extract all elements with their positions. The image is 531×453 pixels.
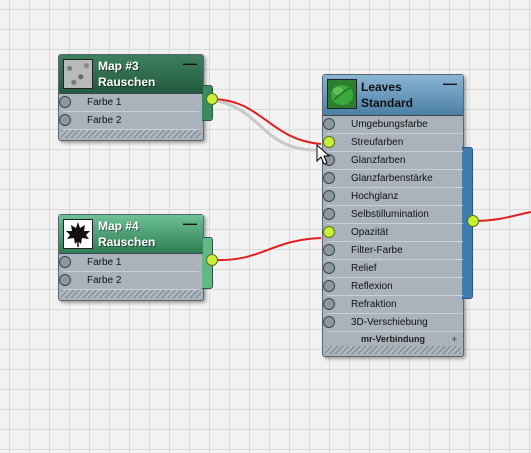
material-node[interactable]: Leaves Standard — Umgebungsfarbe Streufa… bbox=[322, 74, 473, 357]
map3-header[interactable]: Map #3 Rauschen — bbox=[59, 55, 203, 94]
leaf-material-icon bbox=[327, 79, 357, 109]
map4-output-socket[interactable] bbox=[206, 254, 218, 266]
resize-grip[interactable] bbox=[61, 130, 201, 138]
input-socket[interactable] bbox=[323, 280, 335, 292]
input-socket[interactable] bbox=[323, 190, 335, 202]
wire-map4-to-opazitaet[interactable] bbox=[212, 237, 322, 262]
minimize-button[interactable]: — bbox=[443, 75, 457, 91]
wire-map3-to-streufarben[interactable] bbox=[212, 98, 322, 145]
input-socket[interactable] bbox=[323, 244, 335, 256]
material-header[interactable]: Leaves Standard — bbox=[323, 75, 463, 116]
slot-refraktion[interactable]: Refraktion bbox=[323, 296, 463, 314]
map3-node[interactable]: Map #3 Rauschen — Farbe 1 Farbe 2 bbox=[58, 54, 213, 141]
slot-farbe-2[interactable]: Farbe 2 bbox=[59, 112, 199, 130]
mouse-pointer-icon bbox=[316, 144, 331, 165]
input-socket[interactable] bbox=[323, 316, 335, 328]
slot-farbe-1[interactable]: Farbe 1 bbox=[59, 94, 199, 112]
input-socket[interactable] bbox=[59, 274, 71, 286]
input-socket[interactable] bbox=[323, 172, 335, 184]
minimize-button[interactable]: — bbox=[183, 215, 197, 231]
material-title: Leaves Standard bbox=[361, 80, 414, 110]
expand-button[interactable]: + bbox=[451, 334, 457, 344]
slot-farbe-2[interactable]: Farbe 2 bbox=[59, 272, 199, 290]
input-socket[interactable] bbox=[323, 298, 335, 310]
slot-opazitaet[interactable]: Opazität bbox=[323, 224, 463, 242]
mr-verbindung-rollout[interactable]: mr-Verbindung + bbox=[360, 334, 457, 344]
slot-hochglanz[interactable]: Hochglanz bbox=[323, 188, 463, 206]
resize-grip[interactable] bbox=[61, 290, 201, 298]
slot-relief[interactable]: Relief bbox=[323, 260, 463, 278]
slot-reflexion[interactable]: Reflexion bbox=[323, 278, 463, 296]
slot-filter-farbe[interactable]: Filter-Farbe bbox=[323, 242, 463, 260]
minimize-button[interactable]: — bbox=[183, 55, 197, 71]
input-socket-connected[interactable] bbox=[323, 136, 335, 148]
input-socket[interactable] bbox=[59, 96, 71, 108]
input-socket[interactable] bbox=[323, 262, 335, 274]
material-output-socket[interactable] bbox=[467, 215, 479, 227]
map4-header[interactable]: Map #4 Rauschen — bbox=[59, 215, 203, 254]
slot-farbe-1[interactable]: Farbe 1 bbox=[59, 254, 199, 272]
input-socket-connected[interactable] bbox=[323, 226, 335, 238]
wire-map3-shadow bbox=[212, 98, 317, 152]
input-socket[interactable] bbox=[323, 118, 335, 130]
noise-texture-icon bbox=[63, 59, 93, 89]
slot-glanzfarbenstaerke[interactable]: Glanzfarbenstärke bbox=[323, 170, 463, 188]
wire-material-output[interactable] bbox=[472, 211, 531, 222]
input-socket[interactable] bbox=[323, 208, 335, 220]
slot-selbstillumination[interactable]: Selbstillumination bbox=[323, 206, 463, 224]
map4-title: Map #4 Rauschen bbox=[98, 219, 156, 249]
resize-grip[interactable] bbox=[325, 346, 461, 354]
maple-leaf-icon bbox=[63, 219, 93, 249]
slot-umgebungsfarbe[interactable]: Umgebungsfarbe bbox=[323, 116, 463, 134]
slot-streufarben[interactable]: Streufarben bbox=[323, 134, 463, 152]
map3-output-socket[interactable] bbox=[206, 93, 218, 105]
map4-node[interactable]: Map #4 Rauschen — Farbe 1 Farbe 2 bbox=[58, 214, 213, 301]
input-socket[interactable] bbox=[59, 256, 71, 268]
slot-glanzfarben[interactable]: Glanzfarben bbox=[323, 152, 463, 170]
map3-title: Map #3 Rauschen bbox=[98, 59, 156, 89]
slot-3d-verschiebung[interactable]: 3D-Verschiebung bbox=[323, 314, 463, 332]
input-socket[interactable] bbox=[59, 114, 71, 126]
